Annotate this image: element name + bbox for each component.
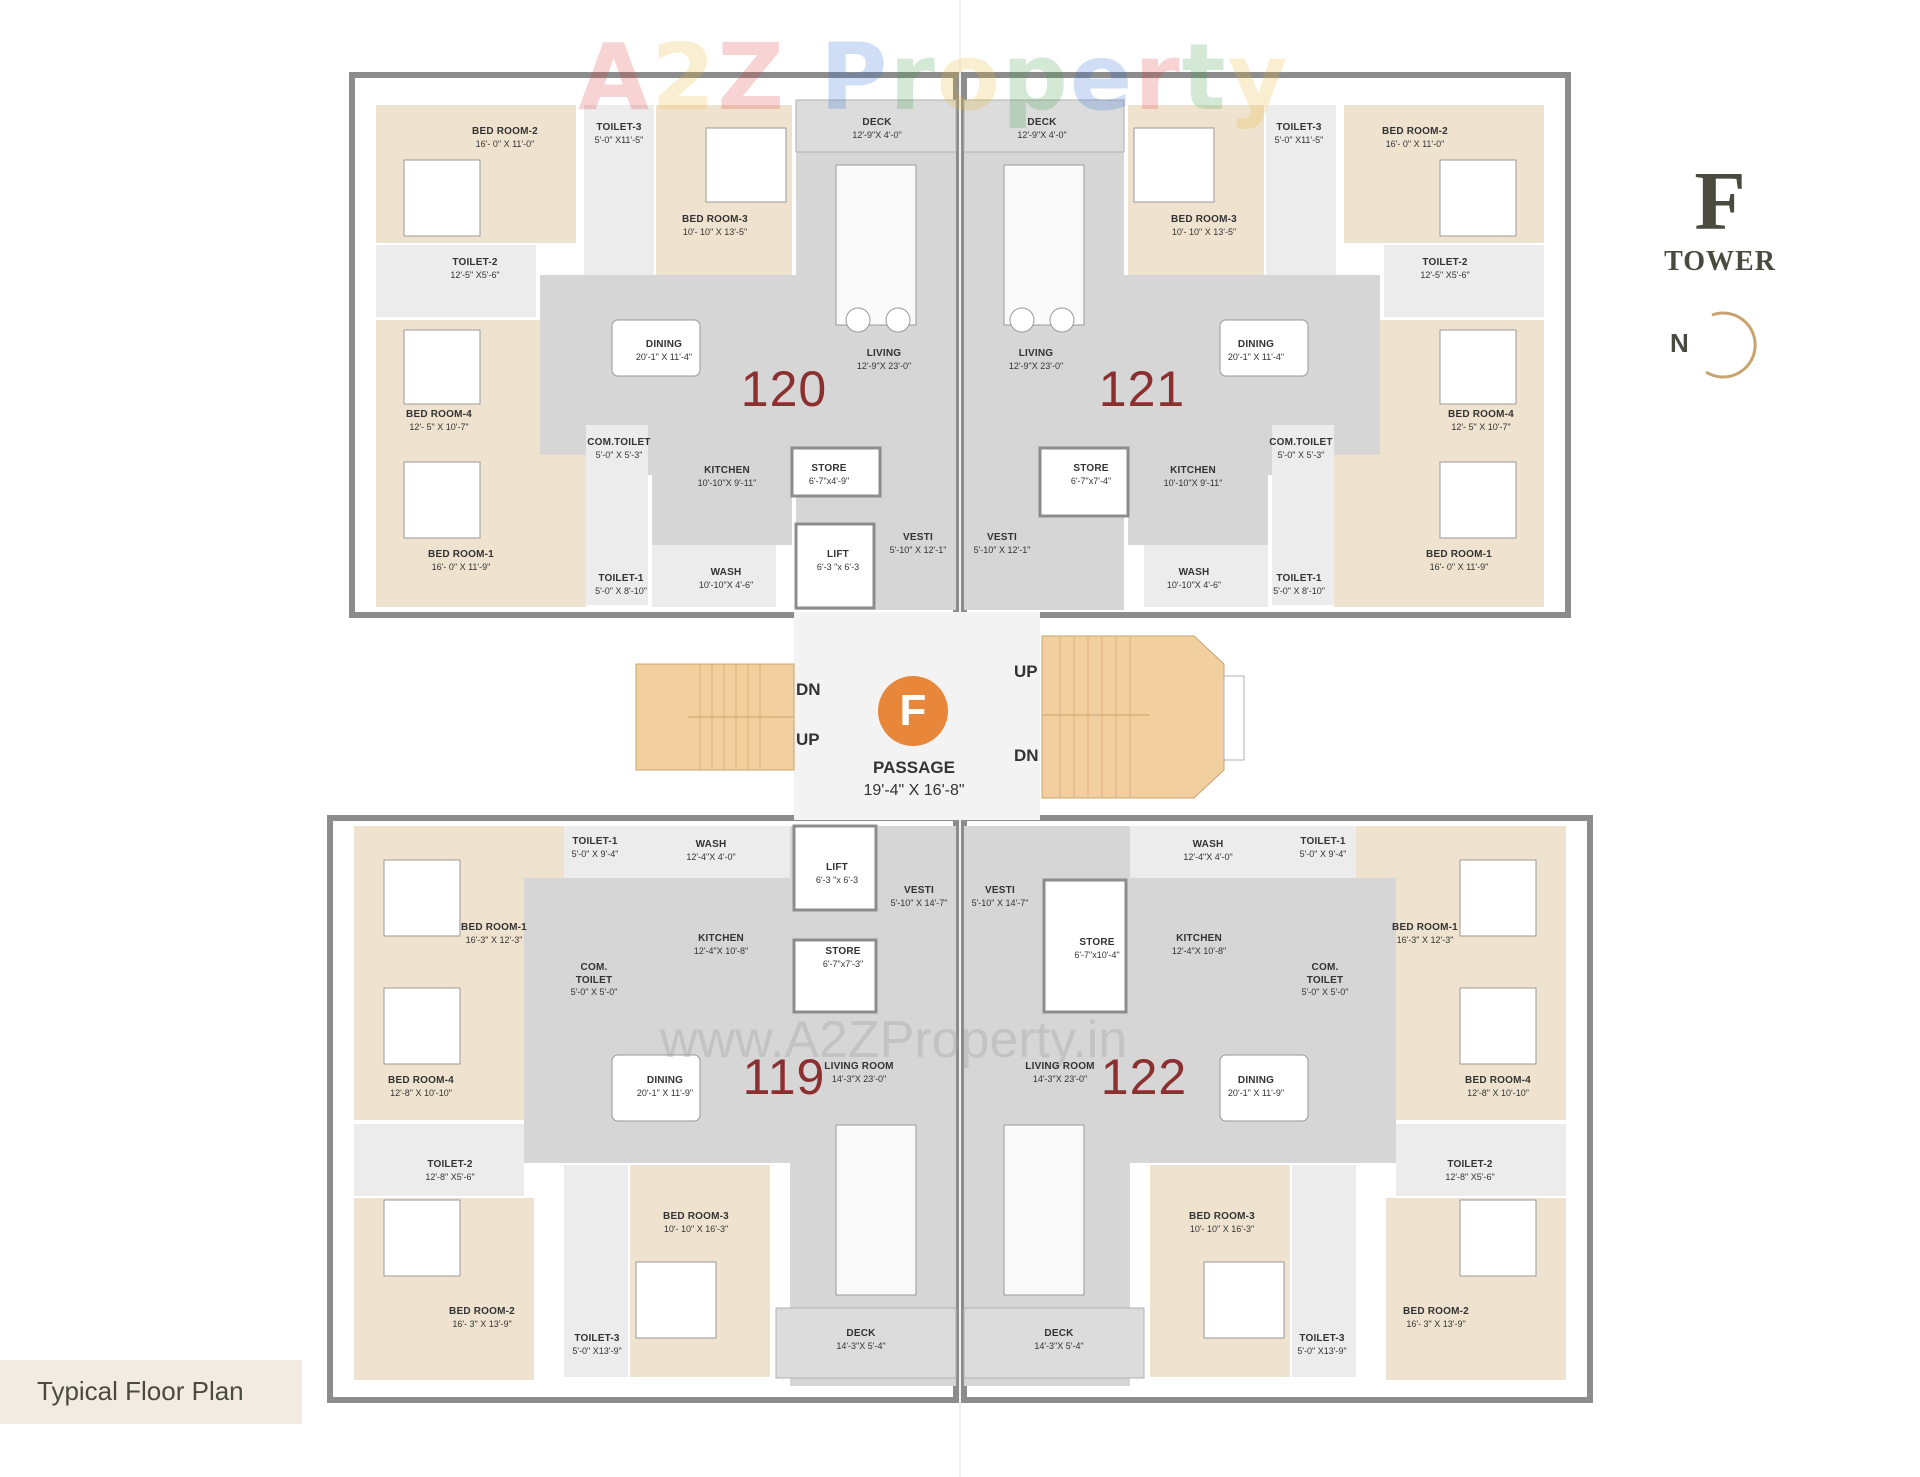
plan-caption: Typical Floor Plan: [37, 1376, 244, 1406]
north-arrow-icon: N: [1670, 310, 1760, 380]
north-letter: N: [1670, 328, 1689, 358]
tower-word: TOWER: [1664, 246, 1776, 277]
unit-number-121: 121: [1098, 361, 1186, 417]
core-badge: F: [878, 676, 948, 746]
unit-119-plan: [327, 815, 959, 1403]
unit-number-120: 120: [740, 361, 828, 417]
unit-121-plan: [961, 72, 1571, 618]
watermark-url: www.A2ZProperty.in: [660, 1011, 1128, 1069]
tower-letter: F: [1694, 155, 1746, 248]
unit-120-plan: [349, 72, 959, 618]
watermark-logo: A2Z Property: [578, 24, 1290, 131]
passage-label: PASSAGE 19'-4" X 16'-8": [863, 758, 964, 800]
right-stair-dn: DN: [1014, 746, 1039, 765]
left-stair-dn: DN: [796, 680, 821, 699]
caption-box: Typical Floor Plan: [0, 1360, 302, 1424]
left-stair-up: UP: [796, 730, 820, 749]
right-stair-up: UP: [1014, 662, 1038, 681]
unit-number-122: 122: [1100, 1049, 1188, 1105]
unit-122-plan: [961, 815, 1593, 1403]
passage-name: PASSAGE: [873, 758, 955, 777]
passage-dimension: 19'-4" X 16'-8": [863, 782, 965, 799]
unit-number-119: 119: [742, 1049, 826, 1105]
tower-mark: F TOWER: [1660, 160, 1780, 278]
